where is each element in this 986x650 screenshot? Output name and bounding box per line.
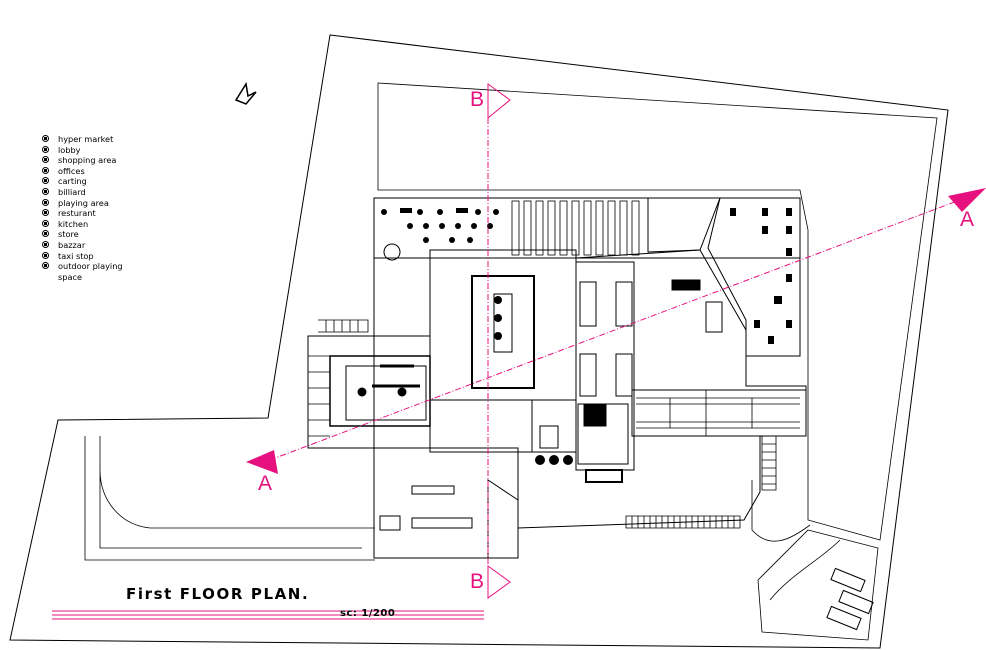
section-b-top-label: B <box>470 88 485 111</box>
fixtures <box>357 243 723 531</box>
section-b-bottom-flag <box>487 565 511 599</box>
circle-symbol-icon <box>42 219 49 227</box>
legend-item: billiard <box>42 187 182 198</box>
left-steps <box>308 319 369 437</box>
legend-label: lobby <box>58 144 81 155</box>
legend-label: hyper market <box>58 134 114 144</box>
parked-cars <box>826 567 874 631</box>
legend-item: shopping area <box>42 155 182 166</box>
circle-symbol-icon <box>42 187 49 195</box>
section-lines <box>269 85 966 598</box>
legend-item: hyper market <box>42 134 182 145</box>
legend-item: taxi stop <box>42 251 182 262</box>
bottom-steps <box>625 435 777 529</box>
legend-item: carting <box>42 176 182 187</box>
building <box>307 197 807 559</box>
legend-item: lobby <box>42 145 182 156</box>
parking-boundary <box>757 529 879 641</box>
legend-label: resturant <box>58 208 96 219</box>
bridge-corridor <box>636 390 800 436</box>
right-road-curve <box>751 480 841 601</box>
circle-symbol-icon <box>42 198 49 206</box>
section-a-right-label: A <box>960 208 975 231</box>
road-outline <box>84 436 375 561</box>
circle-symbol-icon <box>42 230 49 238</box>
legend-label: shopping area <box>58 155 117 166</box>
site-boundary <box>9 34 949 649</box>
north-arrow-icon <box>234 81 257 105</box>
legend-label: playing area <box>58 197 109 208</box>
section-a-left-marker <box>246 450 278 474</box>
legend-label: carting <box>58 176 87 187</box>
legend-item: resturant <box>42 208 182 219</box>
circle-symbol-icon <box>42 135 49 142</box>
legend-label: store <box>58 229 79 240</box>
drawing-title: First FLOOR PLAN. <box>126 585 310 603</box>
section-b-top-flag <box>487 83 511 120</box>
circle-symbol-icon <box>42 166 49 174</box>
legend-label: billiard <box>58 186 86 197</box>
circle-symbol-icon <box>42 251 49 259</box>
circle-symbol-icon <box>42 177 49 185</box>
circle-symbol-icon <box>42 145 49 153</box>
legend-label: bazzar <box>58 239 86 250</box>
legend-label: offices <box>58 165 85 176</box>
section-a-left-label: A <box>258 472 273 495</box>
circle-symbol-icon <box>42 262 49 270</box>
legend-continuation: space <box>42 272 182 283</box>
circle-symbol-icon <box>42 156 49 164</box>
section-markers <box>246 188 986 474</box>
title-underlines <box>52 610 484 620</box>
billiard-tables <box>730 208 792 344</box>
restaurant-tables <box>381 208 573 465</box>
legend-item: playing area <box>42 198 182 209</box>
legend-item: outdoor playing <box>42 261 182 272</box>
legend-item: bazzar <box>42 240 182 251</box>
legend-label: outdoor playing <box>58 261 123 272</box>
legend-label: space <box>58 271 83 282</box>
section-b-flags <box>487 83 511 599</box>
inner-boundary <box>377 82 938 541</box>
section-b-bottom-label: B <box>470 570 485 593</box>
legend-item: kitchen <box>42 219 182 230</box>
parking-stalls <box>511 200 640 256</box>
section-a-right-marker <box>948 188 986 212</box>
circle-symbol-icon <box>42 209 49 217</box>
drawing-scale: sc: 1/200 <box>340 608 396 619</box>
legend-item: store <box>42 229 182 240</box>
legend-label: kitchen <box>58 218 89 229</box>
legend-label: taxi stop <box>58 250 94 261</box>
circle-symbol-icon <box>42 240 49 248</box>
legend-item: offices <box>42 166 182 177</box>
